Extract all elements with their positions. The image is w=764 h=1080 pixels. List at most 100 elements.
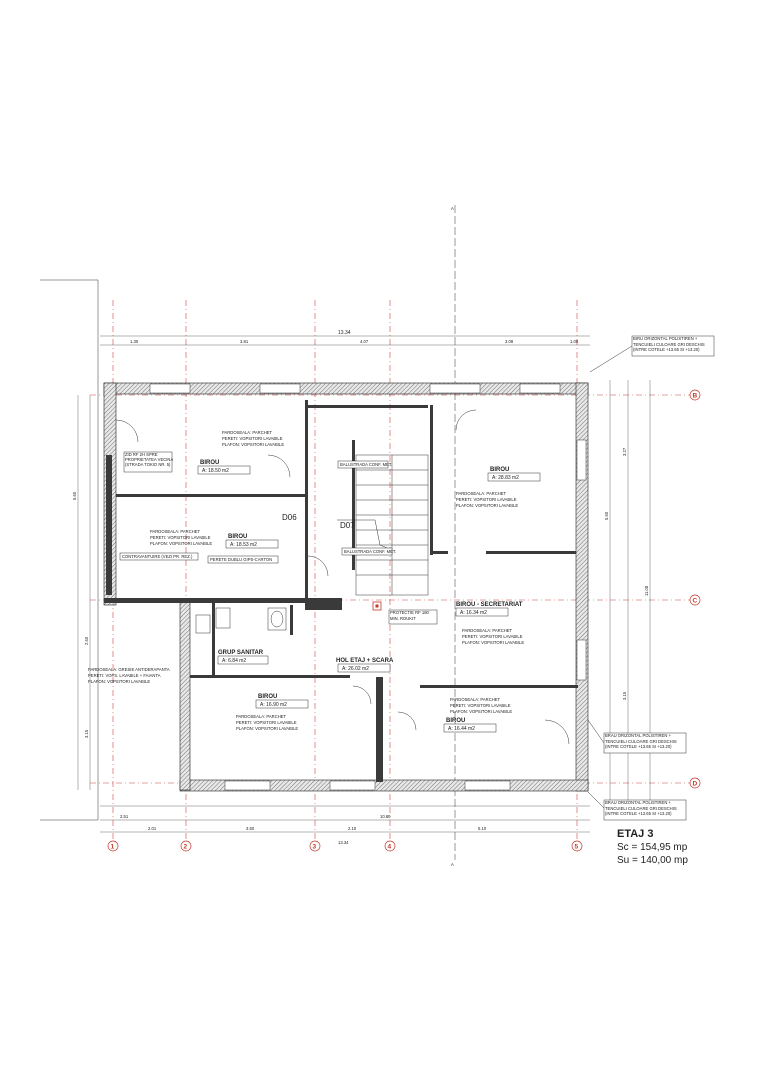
door-tag-d07: D07 xyxy=(340,521,355,530)
finish-ceiling: PLAFON: VOPSITORI LAVABILE xyxy=(462,640,524,645)
note-insulation-3: BRAU ORIZONTAL POLISTIREN + TENCUIELI CU… xyxy=(605,800,677,816)
room-area: A: 16.44 m2 xyxy=(448,726,475,732)
dim-top-c: 4.07 xyxy=(360,339,369,344)
room-biroU-1: BIROU A: 18.50 m2 PARDOSEALA: PARCHET PE… xyxy=(197,430,284,475)
grid-label-c: C xyxy=(693,598,698,605)
room-name: HOL ETAJ + SCARA xyxy=(336,658,394,664)
room-name: BIROU xyxy=(228,534,247,540)
dim-left-b: 3.15 xyxy=(84,729,89,738)
grid-label-b: B xyxy=(693,393,698,400)
room-area: A: 28.83 m2 xyxy=(492,475,519,481)
grid-label-2: 2 xyxy=(184,844,188,851)
door-tag-d06: D06 xyxy=(282,513,297,522)
dim-bot-d: 5.10 xyxy=(478,826,487,831)
finish-wc-walls: PERETI: VOPS. LAVABILE + FAIANTA xyxy=(88,673,161,678)
room-biroU-4: BIROU A: 16.90 m2 PARDOSEALA: PARCHET PE… xyxy=(236,694,309,731)
svg-text:A: A xyxy=(451,862,454,867)
room-name: BIROU xyxy=(258,694,277,700)
sanitary-fixtures xyxy=(195,607,287,634)
built-area: Sc = 154,95 mp xyxy=(617,842,688,853)
dim-top-d: 3.08 xyxy=(505,339,514,344)
room-biroU-3: BIROU A: 28.83 m2 PARDOSEALA: PARCHET PE… xyxy=(456,467,541,508)
interior-walls xyxy=(116,400,578,782)
grid-label-4: 4 xyxy=(388,844,392,851)
grid-label-1: 1 xyxy=(111,844,115,851)
dim-right-total: 11.08 xyxy=(644,585,649,596)
room-area: A: 16.90 m2 xyxy=(260,702,287,708)
room-name: GRUP SANITAR xyxy=(218,650,264,656)
dim-bot-b: 3.50 xyxy=(246,826,255,831)
finish-walls: PERETI: VOPSITORI LAVABILE xyxy=(236,720,297,725)
finish-ceiling: PLAFON: VOPSITORI LAVABILE xyxy=(236,726,298,731)
exterior-walls xyxy=(103,382,589,792)
finish-ceiling: PLAFON: VOPSITORI LAVABILE xyxy=(456,503,518,508)
dim-right-c: 5.60 xyxy=(604,511,609,520)
svg-text:A: A xyxy=(451,206,454,211)
site-boundary: A A xyxy=(40,205,456,867)
room-biroU-2: BIROU A: 18.53 m2 PARDOSEALA: PARCHET PE… xyxy=(150,529,279,549)
dim-top-a: 1.30 xyxy=(130,339,139,344)
finish-floor: PARDOSEALA: PARCHET xyxy=(462,628,513,633)
room-wc: GRUP SANITAR A: 6.84 m2 PARDOSEALA: GRES… xyxy=(88,650,269,684)
finish-walls: PERETI: VOPSITORI LAVABILE xyxy=(222,436,283,441)
finish-walls: PERETI: VOPSITORI LAVABILE xyxy=(462,634,523,639)
room-name: BIROU xyxy=(446,718,465,724)
finish-ceiling: PLAFON: VOPSITORI LAVABILE xyxy=(450,709,512,714)
note-double-wall: PERETE DUBLU GIPS-CARTON xyxy=(210,557,272,562)
dim-top-b: 3.81 xyxy=(240,339,249,344)
dim-bot-a: 2.01 xyxy=(148,826,157,831)
staircase xyxy=(337,454,429,596)
finish-walls: PERETI: VOPSITORI LAVABILE xyxy=(456,497,517,502)
finish-walls: PERETI: VOPSITORI LAVABILE xyxy=(450,703,511,708)
note-railing-2: BALUSTRADA CONF. MET. xyxy=(344,549,396,554)
dim-left-c: 2.60 xyxy=(84,636,89,645)
dim-left-total: 5.60 xyxy=(72,491,77,500)
grid-label-5: 5 xyxy=(575,844,579,851)
room-area: A: 18.50 m2 xyxy=(202,468,229,474)
room-area: A: 26.02 m2 xyxy=(342,666,369,672)
finish-ceiling: PLAFON: VOPSITORI LAVABILE xyxy=(150,541,212,546)
dim-right-a: 3.27 xyxy=(622,447,627,456)
windows xyxy=(149,383,587,791)
annotations: ZID RF 2H SPRE PROPRIETATEA VECINA (STRA… xyxy=(119,335,715,821)
room-area: A: 6.84 m2 xyxy=(222,658,246,664)
door-swings xyxy=(115,409,570,745)
grid-label-3: 3 xyxy=(313,844,317,851)
title-block: ETAJ 3 Sc = 154,95 mp Su = 140,00 mp xyxy=(617,828,747,867)
finish-floor: PARDOSEALA: PARCHET xyxy=(450,697,501,702)
level-title: ETAJ 3 xyxy=(617,828,654,840)
finish-floor: PARDOSEALA: PARCHET xyxy=(236,714,287,719)
dim-top-total: 13.34 xyxy=(338,330,351,336)
finish-wc-floor: PARDOSEALA: GRESIE ANTIDERAPANTA xyxy=(88,667,170,672)
room-name: BIROU xyxy=(490,467,509,473)
room-area: A: 16.34 m2 xyxy=(460,610,487,616)
note-railing-1: BALUSTRADA CONF. MET. xyxy=(340,462,392,467)
finish-floor: PARDOSEALA: PARCHET xyxy=(150,529,201,534)
finish-floor: PARDOSEALA: PARCHET xyxy=(222,430,273,435)
finish-floor: PARDOSEALA: PARCHET xyxy=(456,491,507,496)
note-counter-wall: CONTRAVANTUIRE (VEZI PR. REZ.) xyxy=(122,554,193,559)
finish-wc-ceiling: PLAFON: VOPSITORI LAVABILE xyxy=(88,679,150,684)
room-name: BIROU - SECRETARIAT xyxy=(456,602,523,608)
dim-bot-c: 2.10 xyxy=(348,826,357,831)
finish-walls: PERETI: VOPSITORI LAVABILE xyxy=(150,535,211,540)
dim-right-b: 3.15 xyxy=(622,691,627,700)
note-protection: PROTECTIE RF 180 MIN. ROUKIT xyxy=(390,610,429,621)
note-insulation-1: BIRU ORIZONTAL POLISTIREN + TENCUIELI CU… xyxy=(633,336,705,352)
facade-band xyxy=(108,385,586,791)
room-secretariat: BIROU - SECRETARIAT A: 16.34 m2 PARDOSEA… xyxy=(455,602,524,645)
grid-bubbles: 1 2 3 4 5 B C D xyxy=(107,389,701,852)
dimension-chains: 13.34 1.30 3.81 4.07 3.08 1.00 2.51 10.8… xyxy=(72,330,651,845)
dim-top-e: 1.00 xyxy=(570,339,579,344)
dim-bot-s2: 10.80 xyxy=(380,814,391,819)
room-hall: HOL ETAJ + SCARA A: 26.02 m2 xyxy=(336,658,394,673)
usable-area: Su = 140,00 mp xyxy=(617,855,688,866)
dim-bot-s1: 2.51 xyxy=(120,814,129,819)
finish-ceiling: PLAFON: VOPSITORI LAVABILE xyxy=(222,442,284,447)
room-name: BIROU xyxy=(200,460,219,466)
room-biroU-5: BIROU A: 16.44 m2 PARDOSEALA: PARCHET PE… xyxy=(443,697,512,733)
room-area: A: 18.53 m2 xyxy=(230,542,257,548)
dim-bot-total: 13.34 xyxy=(338,840,349,845)
note-insulation-2: BRAU ORIZONTAL POLISTIREN + TENCUIELI CU… xyxy=(605,733,677,749)
